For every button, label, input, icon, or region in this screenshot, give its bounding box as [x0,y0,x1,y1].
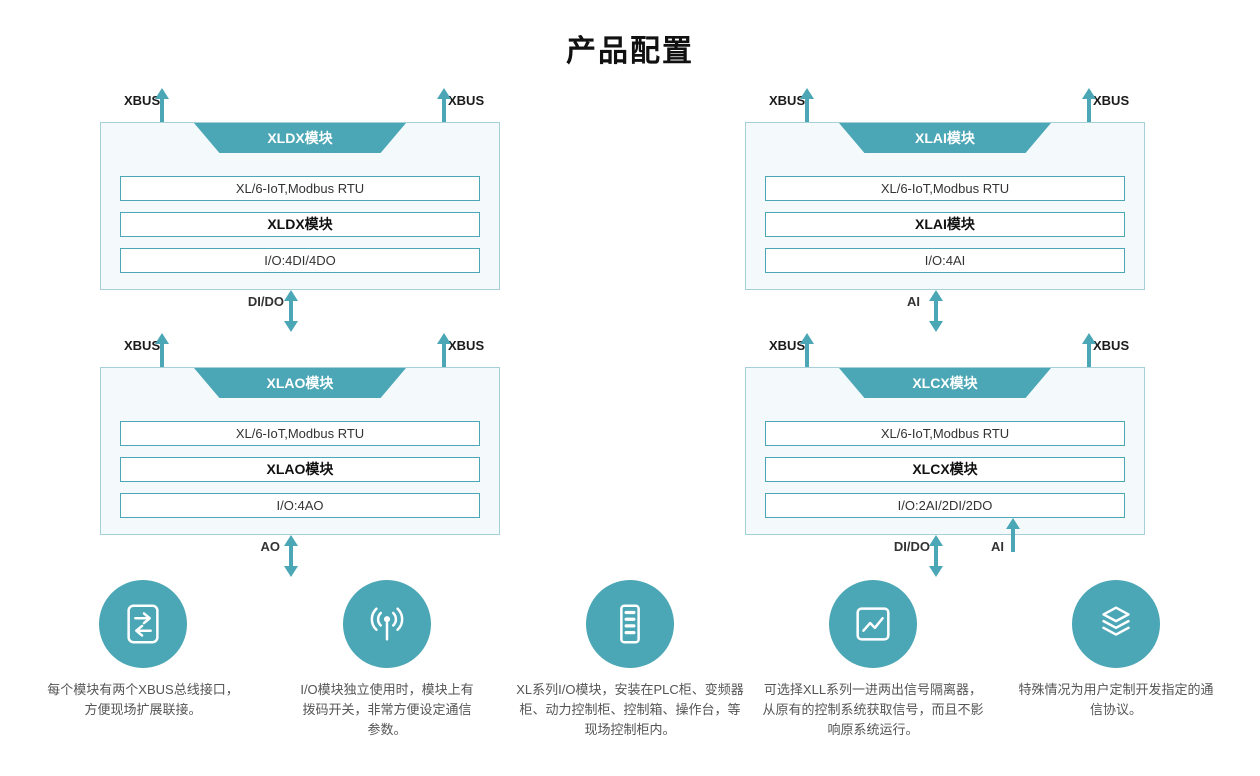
feature-text: XL系列I/O模块，安装在PLC柜、变频器柜、动力控制柜、控制箱、操作台，等现场… [516,682,744,738]
module-name-row: XLAI模块 [765,212,1125,237]
module-protocol-row: XL/6-IoT,Modbus RTU [765,176,1125,201]
xbus-label: XBUS [769,338,806,353]
module-box: XLCX模块 XL/6-IoT,Modbus RTU XLCX模块 I/O:2A… [745,367,1145,535]
xbus-label: XBUS [1093,93,1130,108]
feature-xbus-ports: 每个模块有两个XBUS总线接口，方便现场扩展联接。 [23,580,263,720]
feature-icon-circle [343,580,431,668]
module-protocol-row: XL/6-IoT,Modbus RTU [120,421,480,446]
module-name-row: XLDX模块 [120,212,480,237]
transfer-icon [127,604,159,644]
feature-signal-isolator: 可选择XLL系列一进两出信号隔离器，从原有的控制系统获取信号，而且不影响原系统运… [753,580,993,740]
feature-icon-circle [586,580,674,668]
module-header: XLAO模块 [194,368,406,398]
module-xlcx: XBUS XBUS XLCX模块 XL/6-IoT,Modbus RTU XLC… [745,333,1145,577]
server-icon [620,604,640,644]
xbus-label: XBUS [1093,338,1130,353]
module-io-row: I/O:4AI [765,248,1125,273]
io-label: DI/DO [247,294,284,309]
xbus-label: XBUS [448,338,485,353]
module-header: XLAI模块 [839,123,1051,153]
io-label: AI [991,539,1004,554]
io-arrow-icon [1006,518,1020,552]
feature-custom-protocol: 特殊情况为用户定制开发指定的通信协议。 [996,580,1236,720]
feature-text: 特殊情况为用户定制开发指定的通信协议。 [1018,682,1214,718]
module-xldx: XBUS XBUS XLDX模块 XL/6-IoT,Modbus RTU XLD… [100,88,500,332]
module-xlai: XBUS XBUS XLAI模块 XL/6-IoT,Modbus RTU XLA… [745,88,1145,332]
xbus-label: XBUS [769,93,806,108]
page-title: 产品配置 [566,35,694,68]
feature-text: 每个模块有两个XBUS总线接口，方便现场扩展联接。 [47,682,239,718]
module-name-row: XLCX模块 [765,457,1125,482]
module-io-row: I/O:4DI/4DO [120,248,480,273]
feature-dip-switch: I/O模块独立使用时，模块上有拨码开关，非常方便设定通信参数。 [267,580,507,740]
chart-icon [856,607,890,641]
io-arrow-icon [284,535,298,577]
broadcast-icon [370,607,404,641]
feature-cabinet-install: XL系列I/O模块，安装在PLC柜、变频器柜、动力控制柜、控制箱、操作台，等现场… [510,580,750,740]
xbus-label: XBUS [124,93,161,108]
module-header: XLDX模块 [194,123,406,153]
xbus-label: XBUS [124,338,161,353]
io-arrow-icon [284,290,298,332]
io-label: AO [260,539,281,554]
module-box: XLAO模块 XL/6-IoT,Modbus RTU XLAO模块 I/O:4A… [100,367,500,535]
module-protocol-row: XL/6-IoT,Modbus RTU [120,176,480,201]
module-io-row: I/O:2AI/2DI/2DO [765,493,1125,518]
module-name-row: XLAO模块 [120,457,480,482]
module-header: XLCX模块 [839,368,1051,398]
io-label: DI/DO [893,539,930,554]
xbus-label: XBUS [448,93,485,108]
feature-icon-circle [829,580,917,668]
module-protocol-row: XL/6-IoT,Modbus RTU [765,421,1125,446]
module-xlao: XBUS XBUS XLAO模块 XL/6-IoT,Modbus RTU XLA… [100,333,500,577]
layers-icon [1102,606,1130,636]
module-io-row: I/O:4AO [120,493,480,518]
module-box: XLAI模块 XL/6-IoT,Modbus RTU XLAI模块 I/O:4A… [745,122,1145,290]
feature-text: 可选择XLL系列一进两出信号隔离器，从原有的控制系统获取信号，而且不影响原系统运… [762,682,984,738]
module-box: XLDX模块 XL/6-IoT,Modbus RTU XLDX模块 I/O:4D… [100,122,500,290]
feature-icon-circle [99,580,187,668]
feature-text: I/O模块独立使用时，模块上有拨码开关，非常方便设定通信参数。 [300,682,474,738]
io-arrow-icon [929,290,943,332]
io-arrow-icon [929,535,943,577]
io-label: AI [907,294,920,309]
feature-icon-circle [1072,580,1160,668]
